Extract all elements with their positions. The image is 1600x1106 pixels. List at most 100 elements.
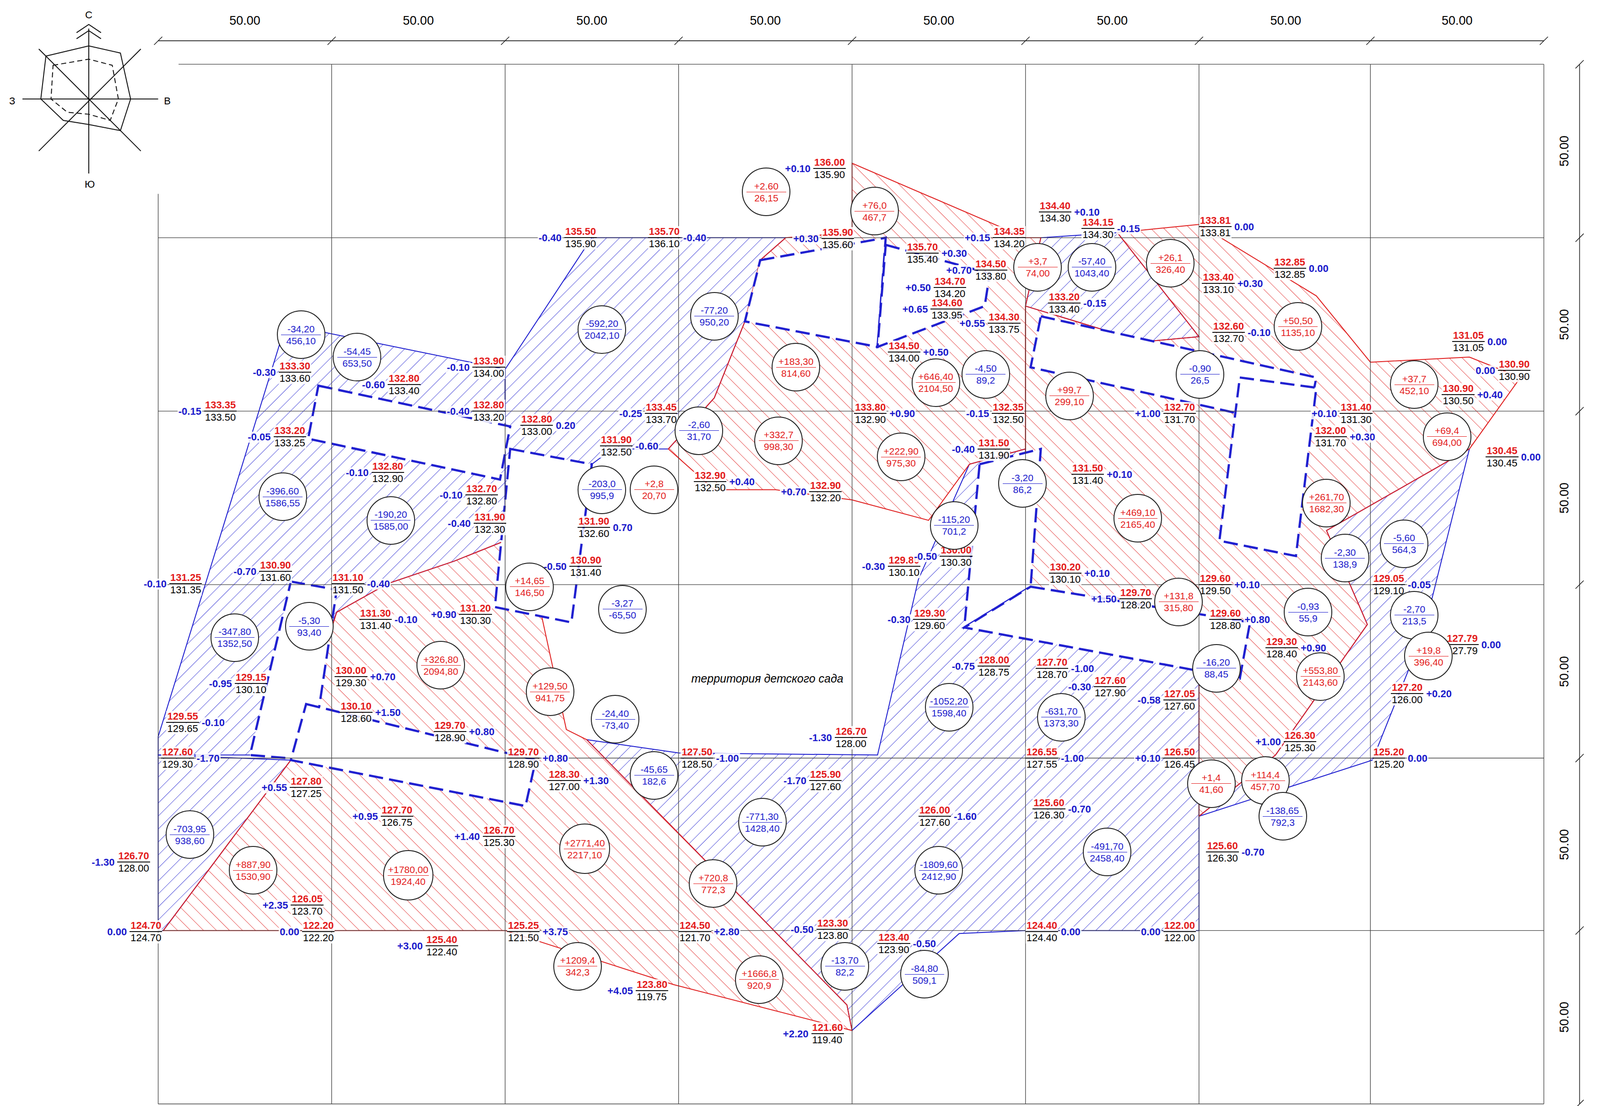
volume-value: 93,40	[297, 627, 322, 638]
working-mark: +0.15	[963, 232, 992, 244]
design-elevation: 134.50	[887, 340, 921, 353]
volume-value: 814,60	[781, 367, 811, 379]
working-mark: +0.55	[260, 782, 289, 794]
design-elevation: 132.35	[991, 401, 1025, 414]
volume-value: -77,20	[700, 304, 729, 316]
circle-divider	[746, 191, 787, 193]
volume-value: 1585,00	[373, 520, 409, 532]
working-mark: -0.70	[232, 566, 258, 578]
volume-value: 452,10	[1399, 385, 1429, 396]
volume-value: 138,9	[1332, 558, 1357, 570]
design-elevation: 132.90	[809, 480, 842, 492]
volume-circle: +19,8396,40	[1404, 631, 1453, 681]
volume-value: 88,45	[1204, 668, 1229, 680]
existing-elevation: 133.10	[1201, 284, 1235, 296]
circle-divider	[915, 382, 956, 383]
volume-value: 2042,10	[584, 329, 620, 341]
existing-elevation: 134.20	[992, 238, 1026, 250]
volume-value: 2412,90	[921, 870, 957, 882]
existing-elevation: 128.00	[834, 738, 868, 750]
design-elevation: 127.79	[1445, 632, 1479, 645]
circle-divider	[918, 870, 959, 871]
circle-divider	[1394, 384, 1435, 385]
dimension: 50.00	[922, 13, 956, 28]
volume-circle: +2.6026,15	[741, 167, 791, 217]
circle-divider	[1427, 436, 1467, 437]
working-mark: +0.80	[541, 752, 569, 764]
volume-value: +131,8	[1163, 590, 1194, 601]
volume-circle: +1209,4342,3	[553, 941, 602, 991]
working-mark: +0.30	[1236, 278, 1265, 290]
design-elevation: 124.50	[678, 919, 712, 932]
design-elevation: 129.70	[1119, 587, 1152, 600]
working-mark: 0.00	[1059, 926, 1082, 938]
volume-value: -54,45	[343, 345, 372, 357]
buildings	[249, 237, 1317, 806]
dimension: 50.00	[1269, 13, 1303, 28]
working-mark: -0.10	[438, 489, 464, 501]
working-mark: -0.50	[789, 924, 815, 936]
volume-value: 20,70	[642, 490, 667, 501]
design-elevation: 133.40	[1201, 271, 1235, 284]
design-elevation: 132.80	[371, 460, 405, 473]
existing-elevation: 128.60	[339, 713, 373, 725]
working-mark: -0.30	[886, 614, 912, 626]
volume-circle: +129,50941,75	[525, 667, 575, 716]
volume-value: 995,9	[589, 490, 615, 501]
volume-circle: -3,27-65,50	[598, 584, 647, 634]
working-mark: -0.50	[913, 551, 938, 563]
design-elevation: 133.20	[1048, 291, 1081, 304]
working-mark: -0.10	[393, 614, 419, 626]
volume-value: +99,7	[1057, 384, 1082, 395]
working-mark: -1.00	[714, 752, 740, 764]
design-elevation: 124.40	[1025, 919, 1059, 932]
working-mark: +0.10	[1134, 752, 1162, 764]
volume-value: 213,5	[1402, 615, 1427, 627]
volume-circle: -0,9026,5	[1175, 350, 1225, 399]
volume-circle: -13,7082,2	[820, 941, 870, 991]
circle-divider	[742, 821, 783, 823]
circle-divider	[739, 978, 779, 980]
circle-divider	[337, 356, 378, 358]
working-mark: +1.30	[582, 775, 611, 787]
existing-elevation: 127.90	[1093, 687, 1127, 699]
dimension: 50.00	[748, 13, 782, 28]
volume-value: 299,10	[1054, 396, 1084, 407]
design-elevation: 130.45	[1485, 445, 1519, 458]
existing-elevation: 123.70	[290, 905, 324, 917]
design-elevation: 130.90	[569, 554, 602, 567]
volume-value: 1924,40	[390, 875, 426, 887]
volume-value: +332,7	[763, 429, 794, 440]
circle-divider	[934, 524, 974, 526]
dimension: 50.00	[1557, 654, 1572, 688]
volume-circle: -771,301428,40	[738, 797, 787, 847]
design-elevation: 127.05	[1163, 688, 1196, 701]
volume-value: 1530,90	[235, 870, 271, 882]
volume-value: 26,15	[754, 192, 779, 204]
design-elevation: 134.15	[1081, 216, 1114, 229]
volume-value: -703,95	[173, 823, 206, 834]
volume-value: -491,70	[1090, 840, 1124, 852]
working-mark: +1.50	[1090, 593, 1118, 605]
volume-circle: -24,40-73,40	[590, 694, 640, 744]
working-mark: -0.50	[912, 938, 937, 950]
design-elevation: 133.45	[644, 401, 678, 414]
volume-circle: -84,80509,1	[900, 949, 949, 999]
design-elevation: 128.30	[547, 768, 581, 781]
design-elevation: 131.10	[331, 572, 365, 584]
dimension: 50.00	[575, 13, 609, 28]
circle-divider	[509, 586, 550, 587]
design-elevation: 126.70	[117, 850, 150, 863]
circle-divider	[1196, 667, 1237, 669]
circle-divider	[563, 848, 606, 849]
wind-rose	[22, 24, 159, 173]
area-note: территория детского сада	[690, 671, 845, 685]
volume-value: -13,70	[831, 954, 859, 966]
compass-letter: С	[84, 9, 94, 21]
existing-elevation: 132.80	[465, 495, 498, 507]
volume-circle: +1,441,60	[1187, 759, 1236, 808]
design-elevation: 123.40	[877, 931, 910, 944]
design-elevation: 132.00	[1314, 425, 1347, 438]
existing-elevation: 131.30	[1339, 414, 1373, 426]
volume-value: 457,70	[1250, 781, 1281, 792]
